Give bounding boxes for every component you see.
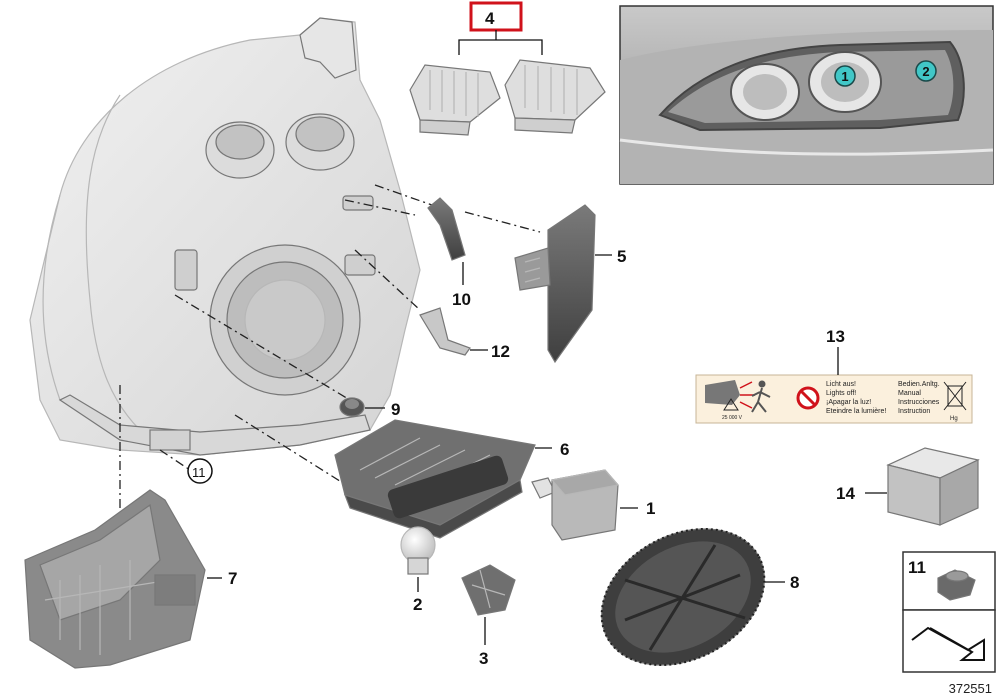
crossed-bin-icon [943, 381, 967, 411]
label-col2-line3: Instrucciones [898, 399, 940, 406]
label-col2-line4: Instruction [898, 408, 930, 415]
callout-6: 6 [560, 440, 569, 459]
callout-7: 7 [228, 569, 237, 588]
part-1-igniter [531, 469, 638, 541]
part-4-led-modules [409, 1, 606, 136]
callout-3: 3 [479, 649, 488, 668]
part-6-control-unit [334, 419, 552, 539]
legend-box-number: 11 [908, 558, 926, 577]
part-3-socket [461, 564, 516, 645]
inset-marker-2 [915, 60, 937, 82]
callout-1: 1 [646, 499, 655, 518]
inset-marker-2-text: 2 [922, 64, 929, 79]
callout-13: 13 [826, 327, 845, 346]
label-col1-line2: Lights off! [826, 390, 856, 397]
part-9-grommet [339, 397, 385, 417]
callout-11: 11 [192, 465, 206, 480]
part-7-lower-bracket [24, 489, 222, 669]
part-13-warning-label: 25 000 V Licht aus! Lights off! ¡Apagar … [695, 347, 973, 424]
inset-marker-1 [834, 65, 856, 87]
label-voltage: 25 000 V [722, 415, 743, 421]
callout-2: 2 [413, 595, 422, 614]
part-14-box [865, 447, 980, 526]
label-col2-line2: Manual [898, 390, 921, 397]
callout-12: 12 [491, 342, 510, 361]
callout-8: 8 [790, 573, 799, 592]
label-col1-line4: Eteindre la lumière! [826, 408, 886, 415]
label-hg: Hg [950, 416, 958, 422]
headlight-housing [29, 17, 421, 456]
exploded-view-arrow-icon [911, 626, 985, 661]
label-col1-line1: Licht aus! [826, 381, 856, 388]
callout-9: 9 [391, 400, 400, 419]
callout-numbers: 4 5 10 12 13 9 6 11 14 1 7 8 2 3 [192, 9, 855, 668]
part-2-bulb [400, 526, 436, 592]
label-col1-line3: ¡Apagar la luz! [826, 399, 871, 406]
callout-10: 10 [452, 290, 471, 309]
callout-11-circle [187, 458, 213, 484]
inset-photo: 1 2 [619, 5, 994, 185]
part-10-bracket [427, 197, 466, 285]
callout-4: 4 [485, 9, 495, 28]
callout-5: 5 [617, 247, 626, 266]
callout-4-box [469, 1, 523, 32]
inset-marker-1-text: 1 [841, 69, 848, 84]
label-col2-line1: Bedien.Anltg. [898, 381, 940, 388]
part-8-cover-cap [600, 527, 785, 667]
part-12-clip [419, 307, 488, 356]
reference-number: 372551 [949, 681, 992, 696]
callout-14: 14 [836, 484, 855, 503]
legend-box: 11 [902, 551, 996, 673]
part-5-module [514, 204, 612, 364]
